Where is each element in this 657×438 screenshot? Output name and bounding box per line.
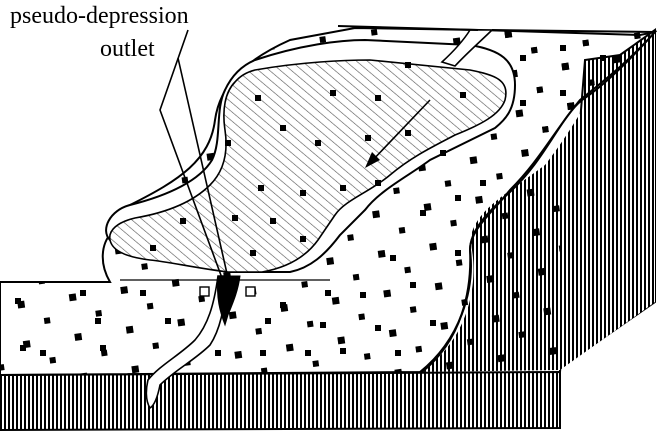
pseudo-depression-label: pseudo-depression <box>10 2 189 30</box>
block-front-face <box>0 372 560 430</box>
outlet-neighbor-cell-left <box>200 287 209 296</box>
outlet-label: outlet <box>100 35 155 63</box>
outlet-neighbor-cell-right <box>246 287 255 296</box>
